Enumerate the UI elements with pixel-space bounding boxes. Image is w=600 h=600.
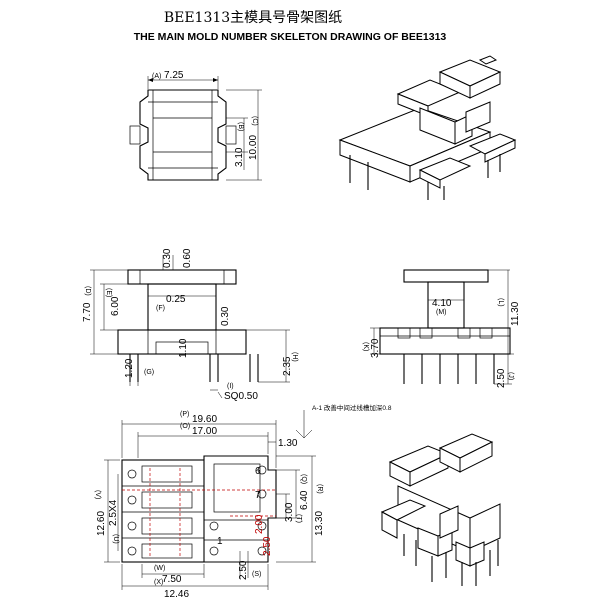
bottom-d640-tag: (Q) [300,474,307,484]
bottom-d750-tag: (W) [154,565,165,572]
top-view [129,76,237,181]
bottom-pin1: 1 [217,536,223,547]
top-view-dims [226,89,262,181]
bottom-d1700-tag: (O) [180,423,190,430]
revision-note: A-1 改善中间过线槽加深0.8 [312,403,392,412]
front-d025-dim: 0.25 [166,294,186,305]
bottom-d25x4-dim: 2.5X4 [108,499,119,526]
bottom-d1330-tag: (R) [316,484,323,494]
bottom-d1246-tag: (X) [154,579,163,586]
front-d600-dim: 6.00 [110,296,121,316]
side-view [370,269,514,385]
front-sq-dim: SQ0.50 [224,391,258,402]
title-main: BEE1313主模具号骨架图纸 [164,10,342,26]
side-d370-tag: (K) [362,342,369,351]
front-sq-tag: (I) [227,383,234,390]
top-width-dim: 7.25 [164,70,184,81]
bottom-view [104,410,316,590]
bottom-pin6: 6 [255,466,261,477]
bottom-d640-dim: 6.40 [299,490,310,510]
top-slot-tag: (B) [237,122,244,131]
bottom-d1260-dim: 12.60 [96,511,107,536]
side-d410-dim: 4.10 [432,298,452,309]
bottom-d130-dim: 1.30 [278,438,298,449]
bottom-d300-dim: 3.00 [284,502,295,522]
bottom-pin7: 7 [255,490,261,501]
top-width-tag: (A) [152,73,161,80]
bottom-d750-dim: 7.50 [162,574,182,585]
front-d770-dim: 7.70 [82,302,93,322]
side-d1130-tag: (L) [497,298,504,307]
front-d120-tag: (G) [144,369,154,376]
side-d250-tag: (J) [507,372,514,380]
title-sub: THE MAIN MOLD NUMBER SKELETON DRAWING OF… [134,31,447,43]
side-d410-tag: (M) [436,309,447,316]
side-d250-dim: 2.50 [496,368,507,388]
bottom-d1260-tag: (V) [94,490,101,499]
front-d060-dim: 0.60 [182,248,193,268]
front-view [90,255,290,399]
bottom-d1960-tag: (P) [180,411,189,418]
front-d120-dim: 1.20 [124,358,135,378]
front-d600-tag: (E) [105,288,112,297]
front-d770-tag: (D) [84,286,91,296]
side-d370-dim: 3.70 [370,338,381,358]
front-d030b-dim: 0.30 [220,306,231,326]
iso-view-bottom [380,433,501,586]
front-d030-dim: 0.30 [162,248,173,268]
bottom-d250s-dim: 2.50 [238,560,249,580]
top-slot-dim: 3.10 [234,147,245,167]
iso-view-top [338,55,517,200]
side-d1130-dim: 11.30 [510,301,521,326]
bottom-d1960-dim: 19.60 [192,414,217,425]
front-d235-tag: (H) [291,352,298,362]
front-d110-dim: 1.10 [178,338,189,358]
bottom-d200-red-dim: 2.00 [254,514,265,534]
bottom-d300-tag: (T) [295,514,302,523]
bottom-d250s-tag: (S) [252,571,261,578]
top-height-dim: 10.00 [248,135,259,160]
bottom-d250-red-dim: 2.50 [262,536,273,556]
bottom-d1246-dim: 12.46 [164,589,189,600]
front-d235-dim: 2.35 [282,356,293,376]
front-d025-tag: (F) [156,305,165,312]
bottom-d1330-dim: 13.30 [314,511,325,536]
bottom-d25x4-tag: (U) [112,534,119,544]
bottom-d1700-dim: 17.00 [192,426,217,437]
top-height-tag: (C) [251,116,258,126]
